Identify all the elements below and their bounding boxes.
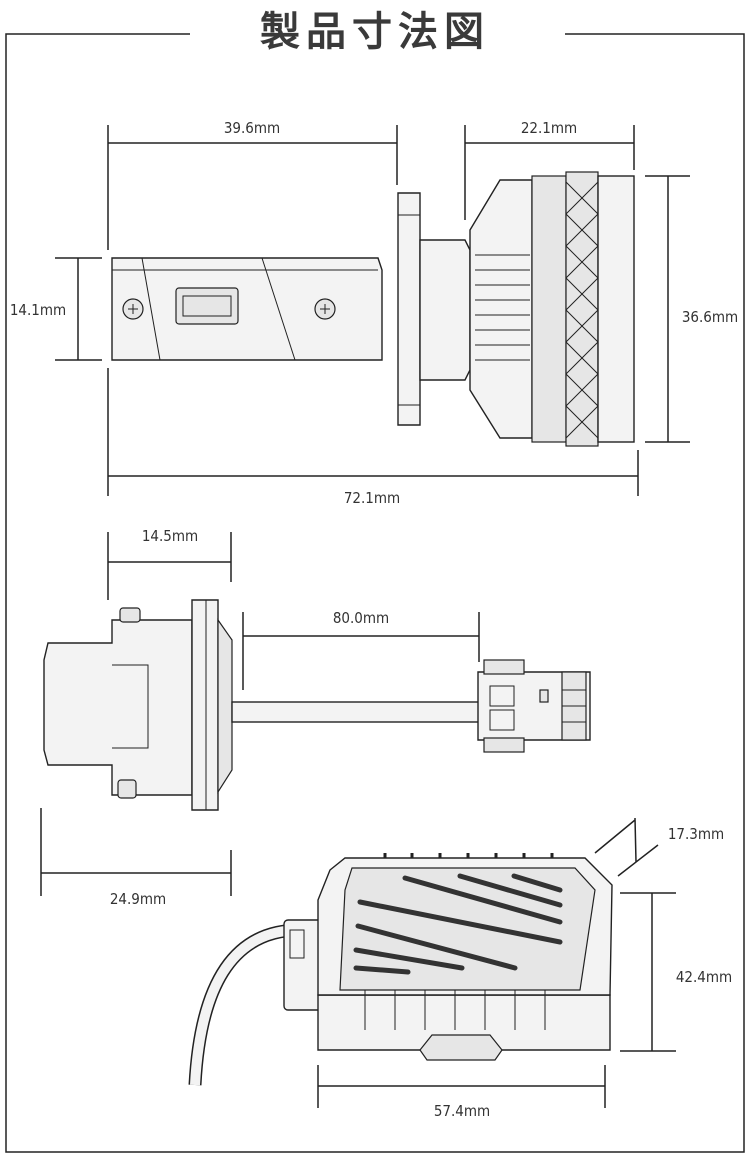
page-title: 製品寸法図 [190,4,560,60]
dim-line-57-4 [317,1065,606,1108]
dim-line-24-9 [40,808,232,896]
dim-14-1-label: 14.1mm [10,301,66,319]
dim-57-4-label: 57.4mm [434,1102,490,1120]
frame-border [5,33,745,1153]
dim-14-5-label: 14.5mm [142,527,198,545]
dim-17-3-label: 17.3mm [668,825,724,843]
dim-line-72-1 [107,368,639,496]
dim-72-1-label: 72.1mm [344,489,400,507]
dim-line-80-0 [242,612,480,690]
dim-line-36-6 [645,175,690,443]
dim-line-42-4 [620,892,676,1052]
driver-box-view [188,853,613,1086]
dim-line-14-1 [55,257,102,361]
bulb-base-view [43,599,591,811]
dim-36-6-label: 36.6mm [682,308,738,326]
bulb-side-view [111,171,635,447]
dim-line-39-6 [107,125,398,250]
dim-line-17-3 [594,817,659,877]
dim-80-0-label: 80.0mm [333,609,389,627]
dim-line-14-5 [107,532,232,600]
dim-line-22-1 [464,125,635,220]
dim-42-4-label: 42.4mm [676,968,732,986]
dim-22-1-label: 22.1mm [521,119,577,137]
dim-39-6-label: 39.6mm [224,119,280,137]
dim-24-9-label: 24.9mm [110,890,166,908]
